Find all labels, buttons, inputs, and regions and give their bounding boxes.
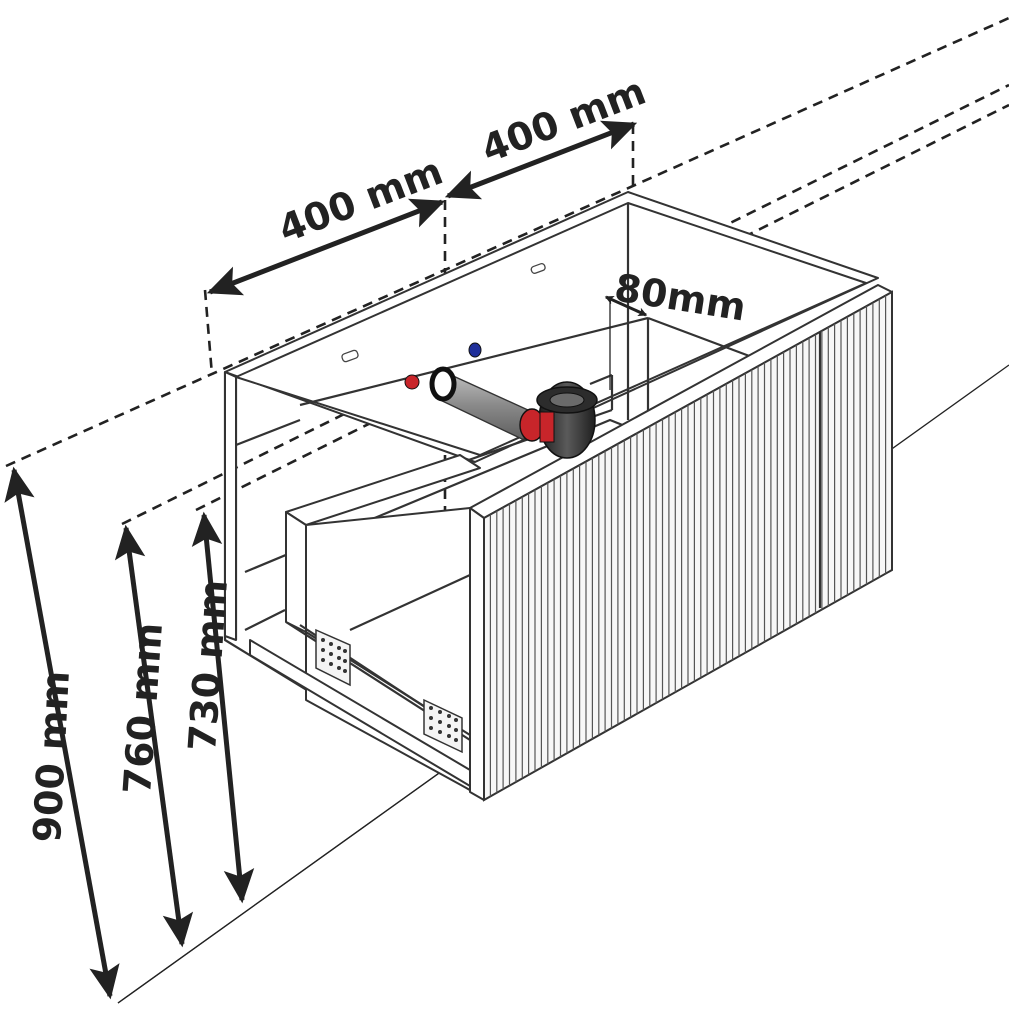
plumbing (404, 342, 598, 459)
fluted-ribs (489, 295, 887, 797)
height-bottom-arrow (191, 511, 255, 904)
siphon-assembly (429, 366, 598, 459)
height-middle-label: 760 mm (115, 621, 171, 795)
height-total-arrow (4, 466, 120, 1000)
hot-water-valve (404, 374, 420, 390)
width-right-arrow (444, 120, 638, 200)
dowel-pins (341, 262, 546, 363)
cold-water-valve (468, 342, 482, 358)
dowel-icon (530, 262, 546, 274)
height-bottom-label: 730 mm (180, 578, 236, 752)
height-dimensions: 900 mm 760 mm 730 mm (4, 466, 255, 1000)
height-middle-arrow (114, 524, 194, 948)
fluted-front-panel (469, 284, 893, 802)
blue-valve-icon (468, 342, 482, 358)
red-valve-icon (404, 374, 420, 390)
width-left-arrow (206, 198, 446, 296)
drawer-runner-brackets (315, 628, 463, 754)
bracket-icon (315, 628, 351, 687)
width-right-label: 400 mm (475, 69, 651, 172)
dowel-icon (341, 349, 359, 363)
height-total-label: 900 mm (25, 670, 78, 844)
offset-arrow (604, 295, 648, 317)
bracket-icon (423, 698, 463, 754)
